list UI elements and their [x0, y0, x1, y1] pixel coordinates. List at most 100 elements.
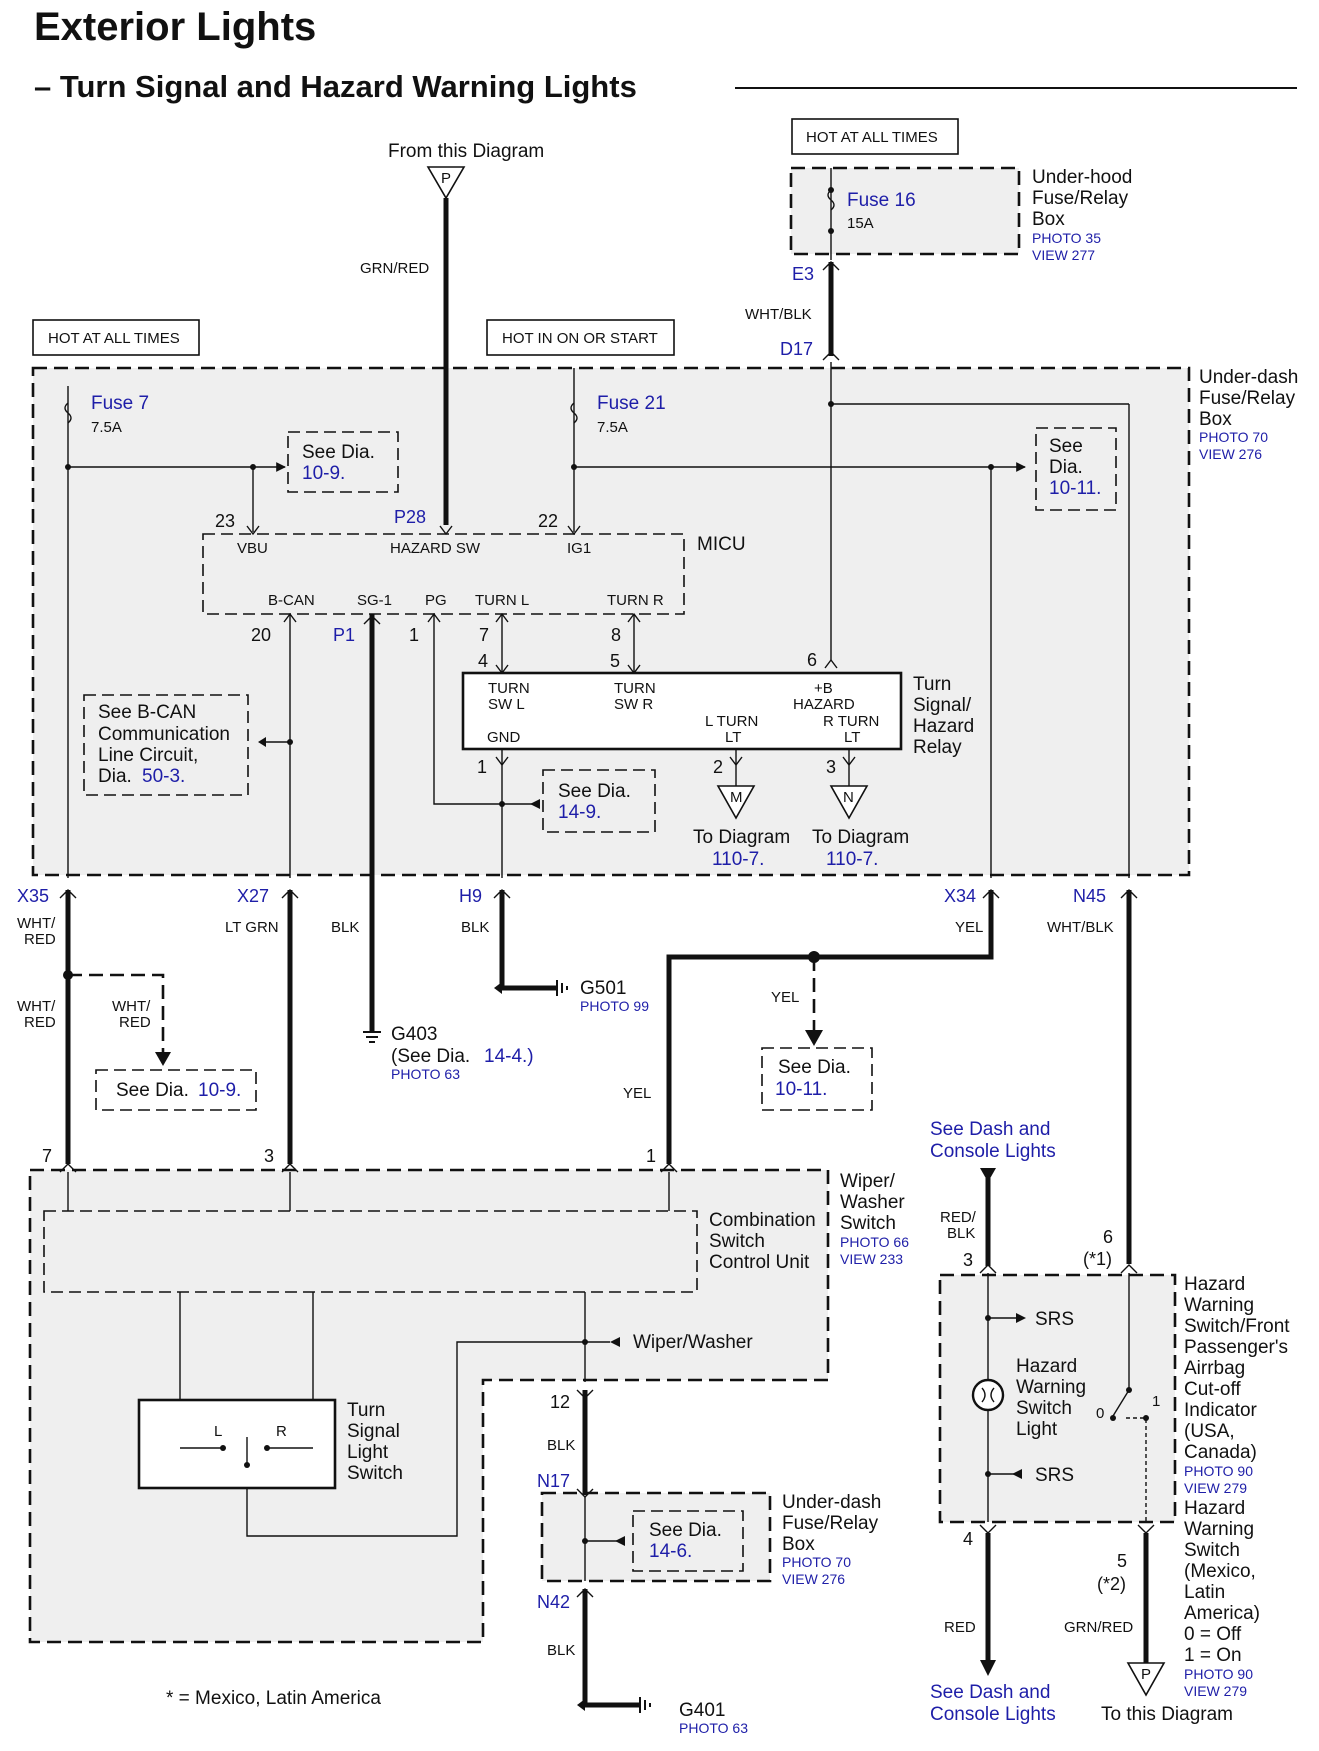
hz-sw-1: Hazard — [1184, 1274, 1245, 1295]
fuse21-symbol — [570, 402, 578, 424]
to-diag-n-2: 110-7. — [826, 849, 878, 870]
x34-wire — [666, 890, 994, 1164]
relay-pin6-mark — [824, 658, 838, 669]
n45-wht-blk-label: WHT/BLK — [1047, 919, 1114, 936]
hz-hwsl-2: Warning — [1016, 1377, 1086, 1398]
g403-see-2: 14-4.) — [484, 1046, 534, 1067]
x35-wht-red-2: RED — [24, 931, 56, 948]
see-dia-14-9-box — [542, 769, 656, 833]
hz-srs-arrow2 — [1012, 1469, 1022, 1479]
x35-branch-arrow — [155, 1052, 171, 1066]
hz-contact-0 — [1110, 1415, 1116, 1421]
see-dia-14-9-2: 14-9. — [558, 802, 601, 823]
wiper-view: VIEW 233 — [840, 1251, 903, 1267]
hz-photo1: PHOTO 90 — [1184, 1463, 1253, 1479]
hz-switch-pivot — [1126, 1387, 1132, 1393]
hz-sw2-7: 0 = Off — [1184, 1624, 1242, 1645]
x34-branch-arrow — [805, 1030, 823, 1046]
hz-star2: (*2) — [1097, 1574, 1126, 1594]
micu-pin-20: 20 — [251, 625, 271, 645]
connector-n-letter: N — [843, 789, 854, 806]
see-dia-10-11b-box — [761, 1047, 873, 1111]
micu-pg: PG — [425, 592, 447, 609]
hz-sw-8: (USA, — [1184, 1421, 1235, 1442]
relay-pin3-mark — [842, 756, 856, 767]
hot-uh-label: HOT AT ALL TIMES — [806, 129, 938, 146]
relay-turn-sw-l-1: TURN — [488, 680, 530, 697]
hz-sw2-2: Warning — [1184, 1519, 1254, 1540]
connector-d17: D17 — [780, 339, 813, 359]
hz-view1: VIEW 279 — [1184, 1480, 1247, 1496]
wiper-pin-3: 3 — [264, 1146, 274, 1166]
see-dash-top-2: Console Lights — [930, 1141, 1056, 1162]
relay-pin-6: 6 — [807, 650, 817, 670]
hot-mid-label: HOT IN ON OR START — [502, 330, 658, 347]
relay-turn-sw-l-2: SW L — [488, 696, 525, 713]
wiper-washer-arrow — [610, 1337, 620, 1347]
see149-arrow — [530, 799, 540, 809]
red-blk-2: BLK — [947, 1225, 975, 1242]
hz-pin3-mark — [979, 1264, 997, 1274]
hot-at-all-times-left — [32, 319, 200, 356]
ud-box-label-3: Box — [1199, 409, 1232, 430]
wiper-photo: PHOTO 66 — [840, 1234, 909, 1250]
footnote: * = Mexico, Latin America — [166, 1688, 381, 1709]
relay-pin-2: 2 — [713, 757, 723, 777]
bm-blk2-label: BLK — [547, 1642, 575, 1659]
see-dia-14-9-1: See Dia. — [558, 781, 631, 802]
lt-grn-label: LT GRN — [225, 919, 279, 936]
micu-p28: P28 — [394, 507, 426, 527]
wht-red-2-2: RED — [24, 1014, 56, 1031]
ccu-box — [43, 1210, 698, 1293]
hz-srs-2: SRS — [1035, 1465, 1074, 1486]
g401-photo: PHOTO 63 — [679, 1720, 748, 1736]
hz-hwsl-3: Switch — [1016, 1398, 1072, 1419]
red-blk-1: RED/ — [940, 1209, 977, 1226]
hz-sw-4: Passenger's — [1184, 1337, 1288, 1358]
hz-pin-3: 3 — [963, 1250, 973, 1270]
hot-left-label: HOT AT ALL TIMES — [48, 330, 180, 347]
wiper-pin-7: 7 — [42, 1146, 52, 1166]
hz-contact-1 — [1143, 1415, 1149, 1421]
bcan-tap-arrow — [258, 737, 266, 747]
g403-photo: PHOTO 63 — [391, 1066, 460, 1082]
hz-srs-1: SRS — [1035, 1309, 1074, 1330]
g501-label: G501 — [580, 978, 626, 999]
hz-pin-5: 5 — [1117, 1551, 1127, 1571]
hz-bulb-filament — [981, 1387, 995, 1403]
wiper-pin-1: 1 — [646, 1146, 656, 1166]
bm-blk-wire2 — [582, 1589, 640, 1708]
wht-blk-top-label: WHT/BLK — [745, 306, 812, 323]
hz-sw2-6: America) — [1184, 1603, 1260, 1624]
connector-h9: H9 — [459, 886, 482, 906]
uh-photo: PHOTO 35 — [1032, 230, 1101, 246]
g501-photo: PHOTO 99 — [580, 998, 649, 1014]
hz-sw-6: Cut-off — [1184, 1379, 1241, 1400]
bm-see146-arrow — [615, 1536, 625, 1546]
see-dia-10-9b-2: 10-9. — [198, 1080, 241, 1101]
see-bcan-3: Line Circuit, — [98, 745, 198, 766]
bm-elbow-mark — [577, 1699, 585, 1711]
micu-box — [202, 533, 685, 615]
from-diagram-label: From this Diagram — [388, 141, 544, 162]
hz-grn-red-label: GRN/RED — [1064, 1619, 1133, 1636]
relay-pin-1: 1 — [477, 757, 487, 777]
h9-wire — [499, 890, 557, 991]
tsl-r: R — [276, 1423, 287, 1440]
wiper-switch-region — [28, 1168, 830, 1644]
grn-red-wire-label: GRN/RED — [360, 260, 429, 277]
fuse21-rating: 7.5A — [597, 419, 628, 436]
bm-connector-n17: N17 — [537, 1471, 570, 1491]
g403-label: G403 — [391, 1024, 437, 1045]
pg-pin-mark — [427, 612, 441, 623]
hz-p-triangle — [1126, 1662, 1166, 1697]
wht-red-3-1: WHT/ — [112, 998, 151, 1015]
connector-n-triangle — [829, 785, 869, 820]
hz-hwsl-4: Light — [1016, 1419, 1058, 1440]
fuse7-rating: 7.5A — [91, 419, 122, 436]
to-diag-m-2: 110-7. — [712, 849, 764, 870]
ccu-label-2: Switch — [709, 1231, 765, 1252]
yel2-label: YEL — [771, 989, 799, 1006]
bm-blk-label: BLK — [547, 1437, 575, 1454]
